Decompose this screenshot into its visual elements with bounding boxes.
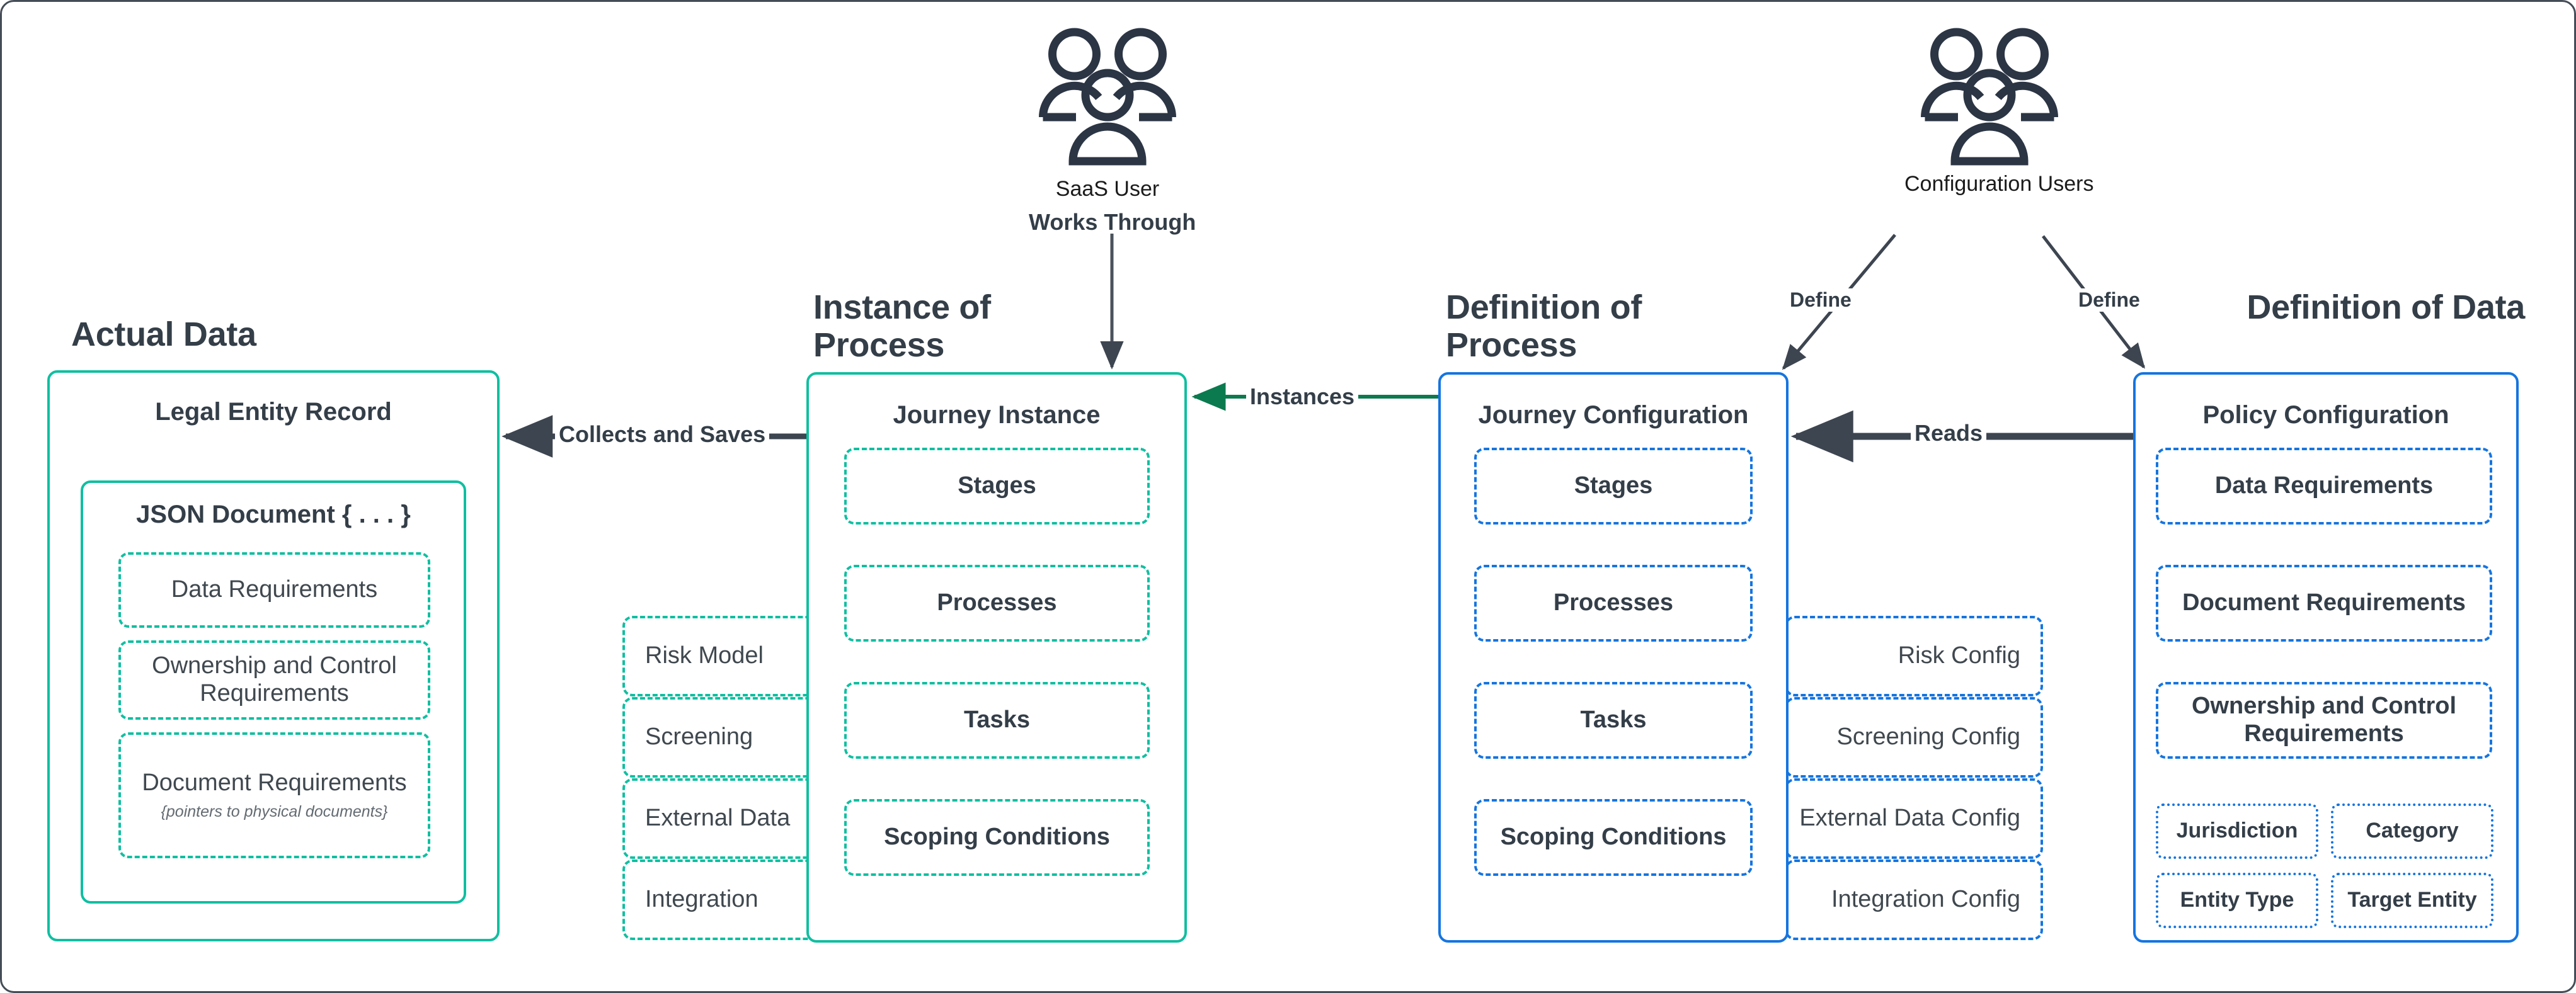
journey-instance-title: Journey Instance	[893, 401, 1101, 429]
journey-configuration-item-stages: Stages	[1474, 448, 1753, 525]
json-document-container: JSON Document { . . . }	[81, 480, 466, 904]
page-title-actual-data: Actual Data	[71, 315, 256, 353]
actor-saas-user: SaaS User Works Through	[1029, 20, 1196, 235]
people-group-icon	[1904, 20, 2075, 177]
actor-configuration-users: Configuration Users	[1904, 20, 2094, 196]
side-item-integration-config: Integration Config	[1785, 860, 2043, 940]
journey-configuration-title: Journey Configuration	[1478, 401, 1749, 429]
side-item-risk-config: Risk Config	[1785, 616, 2043, 696]
policy-item-document-requirements: Document Requirements	[2156, 565, 2492, 642]
policy-tag-entity-type: Entity Type	[2156, 873, 2318, 928]
side-item-external-data: External Data	[622, 778, 818, 859]
saas-user-caption: SaaS User	[1055, 177, 1160, 201]
legal-entity-record-container: Legal Entity Record	[47, 370, 500, 941]
journey-configuration-item-scoping-conditions: Scoping Conditions	[1474, 799, 1753, 876]
json-item-document-requirements: Document Requirements {pointers to physi…	[118, 732, 430, 858]
journey-instance-item-processes: Processes	[844, 565, 1150, 642]
journey-instance-item-stages: Stages	[844, 448, 1150, 525]
policy-tag-target-entity: Target Entity	[2331, 873, 2493, 928]
people-group-icon	[1029, 20, 1186, 177]
side-item-screening-config: Screening Config	[1785, 697, 2043, 778]
journey-instance-item-scoping-conditions: Scoping Conditions	[844, 799, 1150, 876]
json-item-ownership-and-control-requirements: Ownership and Control Requirements	[118, 640, 430, 720]
policy-tag-category: Category	[2331, 803, 2493, 859]
json-item-data-requirements: Data Requirements	[118, 552, 430, 628]
page-title-definition-of-process: Definition of Process	[1446, 288, 1642, 365]
side-item-risk-model: Risk Model	[622, 616, 818, 696]
document-requirements-note: {pointers to physical documents}	[161, 803, 388, 821]
connector-label-reads: Reads	[1911, 420, 1987, 446]
configuration-users-caption: Configuration Users	[1904, 172, 2094, 196]
policy-configuration-container: Policy Configuration	[2133, 372, 2519, 943]
legal-entity-record-title: Legal Entity Record	[155, 398, 392, 426]
connector-label-define-left: Define	[1786, 288, 1855, 312]
journey-instance-item-tasks: Tasks	[844, 682, 1150, 759]
side-item-external-data-config: External Data Config	[1785, 778, 2043, 859]
policy-item-data-requirements: Data Requirements	[2156, 448, 2492, 525]
journey-instance-container: Journey Instance	[806, 372, 1187, 943]
page-title-instance-of-process: Instance of Process	[813, 288, 991, 365]
side-item-screening: Screening	[622, 697, 818, 778]
policy-configuration-title: Policy Configuration	[2202, 401, 2449, 429]
connector-label-define-right: Define	[2075, 288, 2144, 312]
policy-tag-jurisdiction: Jurisdiction	[2156, 803, 2318, 859]
policy-item-ownership-and-control-requirements: Ownership and Control Requirements	[2156, 682, 2492, 759]
works-through-label: Works Through	[1029, 209, 1196, 235]
side-item-integration: Integration	[622, 860, 818, 940]
connector-label-instances: Instances	[1246, 383, 1359, 410]
journey-configuration-item-processes: Processes	[1474, 565, 1753, 642]
page-title-definition-of-data: Definition of Data	[2247, 288, 2525, 326]
json-document-title: JSON Document { . . . }	[136, 501, 411, 528]
connector-label-collects-and-saves: Collects and Saves	[555, 421, 770, 448]
journey-configuration-item-tasks: Tasks	[1474, 682, 1753, 759]
journey-configuration-container: Journey Configuration	[1438, 372, 1789, 943]
